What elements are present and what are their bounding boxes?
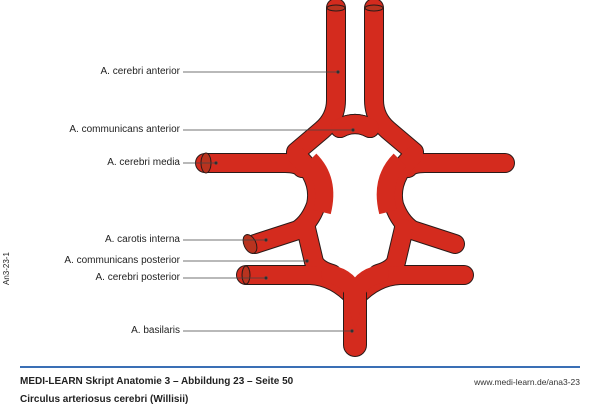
label-cerebri-anterior: A. cerebri anterior — [100, 66, 180, 77]
footer-url[interactable]: www.medi-learn.de/ana3-23 — [474, 377, 580, 387]
ica-cut-end — [242, 234, 258, 254]
footer-divider — [20, 366, 580, 368]
pca-cut-end — [241, 265, 251, 285]
figure-code: An3-23-1 — [2, 252, 11, 285]
label-communicans-posterior: A. communicans posterior — [64, 255, 180, 266]
footer-title: MEDI-LEARN Skript Anatomie 3 – Abbildung… — [20, 376, 294, 387]
footer-subtitle: Circulus arteriosus cerebri (Willisii) — [20, 394, 189, 405]
label-cerebri-media: A. cerebri media — [107, 157, 180, 168]
label-communicans-anterior: A. communicans anterior — [69, 124, 180, 135]
leader-lines — [183, 70, 355, 333]
label-cerebri-posterior: A. cerebri posterior — [95, 272, 180, 283]
label-carotis-interna: A. carotis interna — [104, 234, 180, 245]
label-basilaris: A. basilaris — [131, 325, 180, 336]
